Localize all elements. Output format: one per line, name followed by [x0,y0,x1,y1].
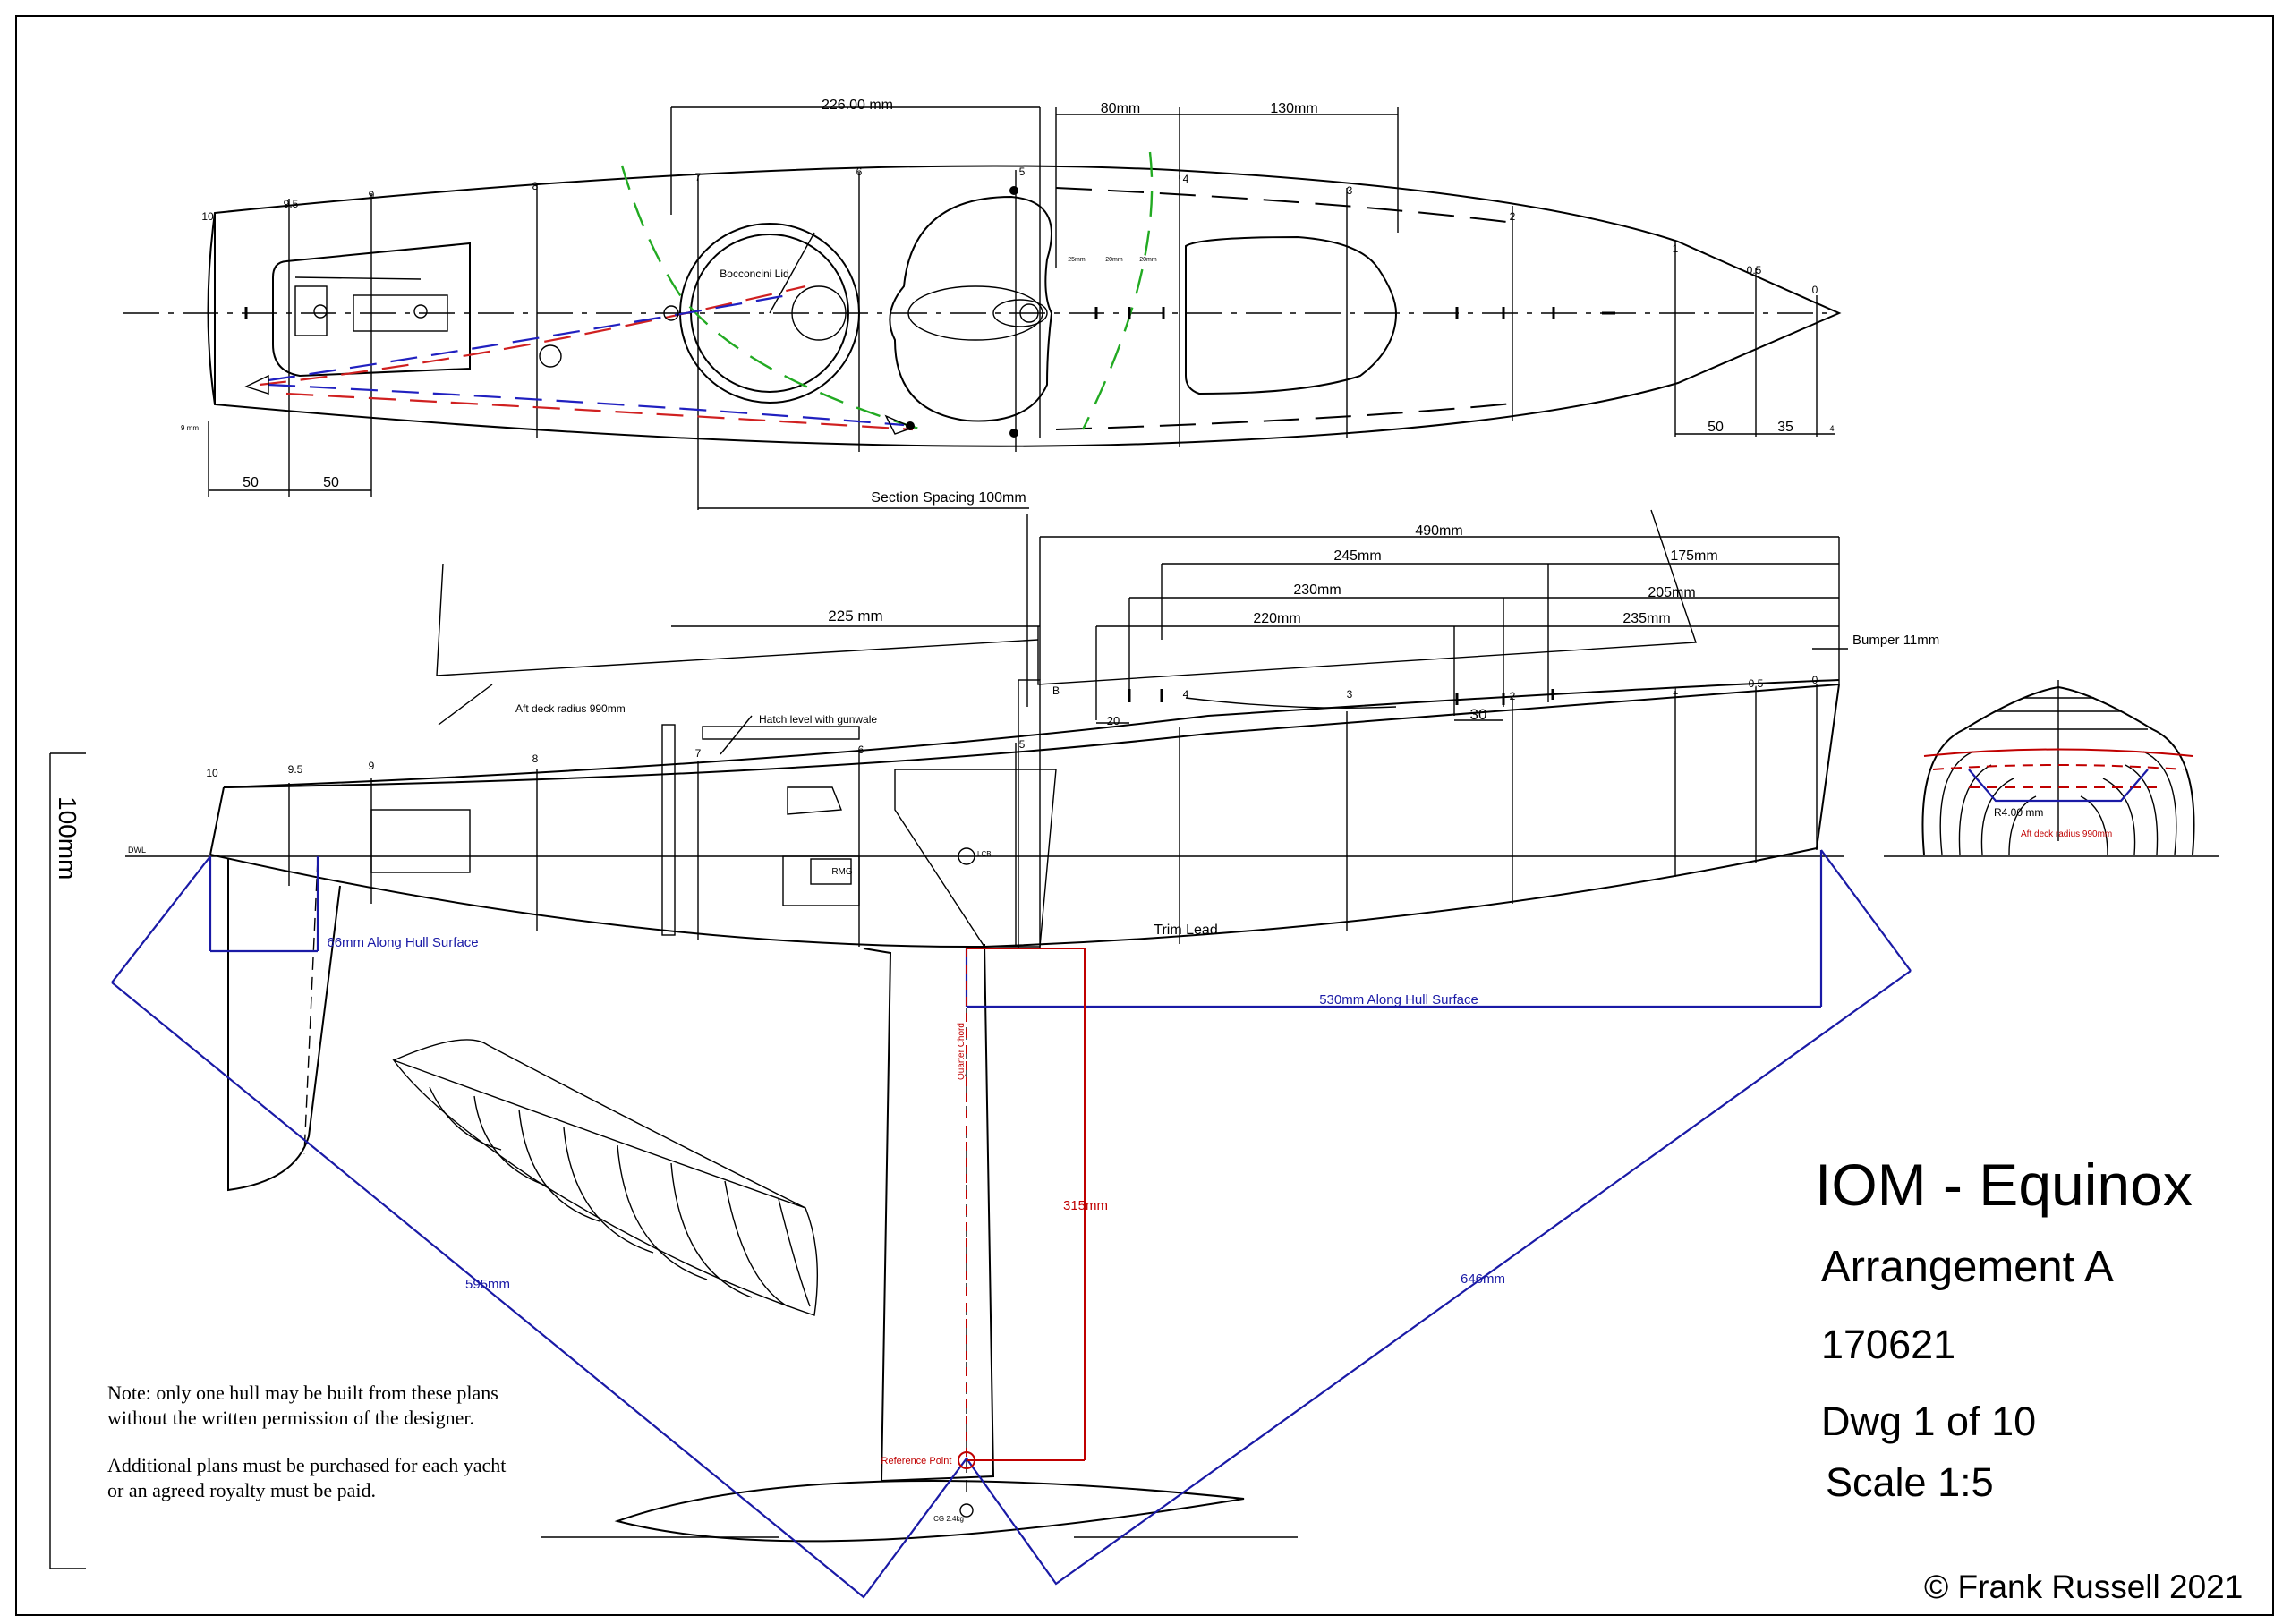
dim-9mm-label: 9 mm [181,424,199,432]
dim-30-label: 30 [1470,706,1487,723]
note-line-3: Additional plans must be purchased for e… [107,1454,506,1476]
note-line-4: or an agreed royalty must be paid. [107,1479,376,1501]
dim-50b-label: 50 [323,475,339,490]
arrangement-label: Arrangement A [1821,1243,2114,1291]
dim-220-label: 220mm [1253,611,1300,626]
svg-text:5: 5 [1019,738,1026,751]
reference-point-label: Reference Point [881,1456,952,1467]
copyright-label: © Frank Russell 2021 [1924,1569,2243,1605]
drawing-title: IOM - Equinox [1815,1152,2193,1218]
scale-bar-label: 100mm [54,796,81,880]
dim-hatch-label: 226.00 mm [822,98,893,113]
svg-text:9.5: 9.5 [288,763,303,776]
bumper-label: Bumper 11mm [1852,633,1939,648]
section-spacing-label: Section Spacing 100mm [871,490,1026,506]
note-line-1: Note: only one hull may be built from th… [107,1382,498,1404]
svg-text:3: 3 [1347,184,1353,197]
dim-646-label: 646mm [1461,1271,1505,1287]
plan-view: 226.00 mm 80mm 130mm Section Spacing 100… [123,98,1842,510]
section-view: R4.00 mm Aft deck radius 990mm [1884,680,2219,857]
small-dim-3: 20mm [1139,257,1157,263]
dim-230-label: 230mm [1293,582,1341,598]
b-mark: B [1052,684,1060,697]
svg-text:1: 1 [1673,242,1679,255]
small-dim-2: 20mm [1105,257,1123,263]
profile-station-labels: 10 9.5 9 8 7 6 5 4 3 2 1 0.5 0 [206,674,1818,779]
dim-175-label: 175mm [1670,548,1717,564]
date-code: 170621 [1821,1322,1955,1367]
scale-label: Scale 1:5 [1826,1459,1994,1505]
scale-bar: 100mm [49,752,86,1569]
dim-595-label: 595mm [465,1277,510,1292]
svg-text:6: 6 [856,166,863,178]
svg-text:7: 7 [695,171,702,183]
drawing-number: Dwg 1 of 10 [1821,1399,2036,1444]
svg-text:2: 2 [1510,690,1516,702]
svg-text:8: 8 [532,180,539,192]
sheet-border [15,15,2274,1616]
dim-50a-label: 50 [243,475,259,490]
lid-label: Bocconcini Lid [720,268,788,280]
dim-50c-label: 50 [1708,420,1724,435]
svg-text:10: 10 [206,767,218,779]
hull-isometric [392,1039,819,1316]
svg-text:10: 10 [201,210,214,223]
svg-text:2: 2 [1510,210,1516,223]
along-hull-530-label: 530mm Along Hull Surface [1319,992,1478,1008]
svg-text:0.5: 0.5 [1749,677,1764,690]
svg-text:1: 1 [1673,684,1679,697]
profile-view: 490mm 245mm 175mm 230mm 205mm 220mm 235m… [111,509,1939,1599]
trim-lead-label: Trim Lead [1154,923,1217,938]
dim-4-label: 4 [1829,424,1834,433]
svg-text:4: 4 [1183,688,1189,701]
dim-130-label: 130mm [1270,101,1317,116]
aft-deck-label: Aft deck radius 990mm [515,702,626,715]
svg-text:8: 8 [532,752,539,765]
section-aft-deck-label: Aft deck radius 990mm [2021,829,2112,839]
svg-text:9.5: 9.5 [284,198,299,210]
rmg-label: RMG [831,867,853,877]
dim-80-label: 80mm [1101,101,1140,116]
dim-205-label: 205mm [1648,585,1695,600]
along-hull-66-label: 66mm Along Hull Surface [327,935,478,950]
hatch-level-label: Hatch level with gunwale [759,713,877,726]
title-block: IOM - Equinox Arrangement A 170621 Dwg 1… [1815,1152,2243,1605]
svg-text:6: 6 [858,744,864,756]
svg-text:0.5: 0.5 [1747,264,1762,276]
dim-225-label: 225 mm [828,608,882,625]
plan-station-labels: 10 9.5 9 8 7 6 5 4 3 2 1 0.5 0 [201,166,1818,296]
dim-235-label: 235mm [1622,611,1670,626]
dim-35-label: 35 [1777,420,1793,435]
svg-text:0: 0 [1812,284,1818,296]
lcb-label: LCB [977,850,992,858]
note-line-2: without the written permission of the de… [107,1407,474,1429]
svg-text:0: 0 [1812,674,1818,686]
svg-text:9: 9 [369,760,375,772]
cg-label: CG 2.4kg [933,1515,964,1523]
notes-block: Note: only one hull may be built from th… [107,1382,506,1501]
dim-490-label: 490mm [1415,523,1462,539]
small-dim-1: 25mm [1068,257,1086,263]
dim-315-label: 315mm [1063,1198,1108,1213]
dim-20-label: 20 [1107,714,1120,727]
svg-text:7: 7 [695,747,702,760]
svg-text:9: 9 [369,189,375,201]
dwl-label: DWL [128,846,146,855]
svg-text:3: 3 [1347,688,1353,701]
section-radius-label: R4.00 mm [1994,806,2043,819]
quarter-chord-label: Quarter Chord [957,1023,967,1080]
svg-text:4: 4 [1183,173,1189,185]
dim-245-label: 245mm [1333,548,1381,564]
svg-text:5: 5 [1019,166,1026,178]
